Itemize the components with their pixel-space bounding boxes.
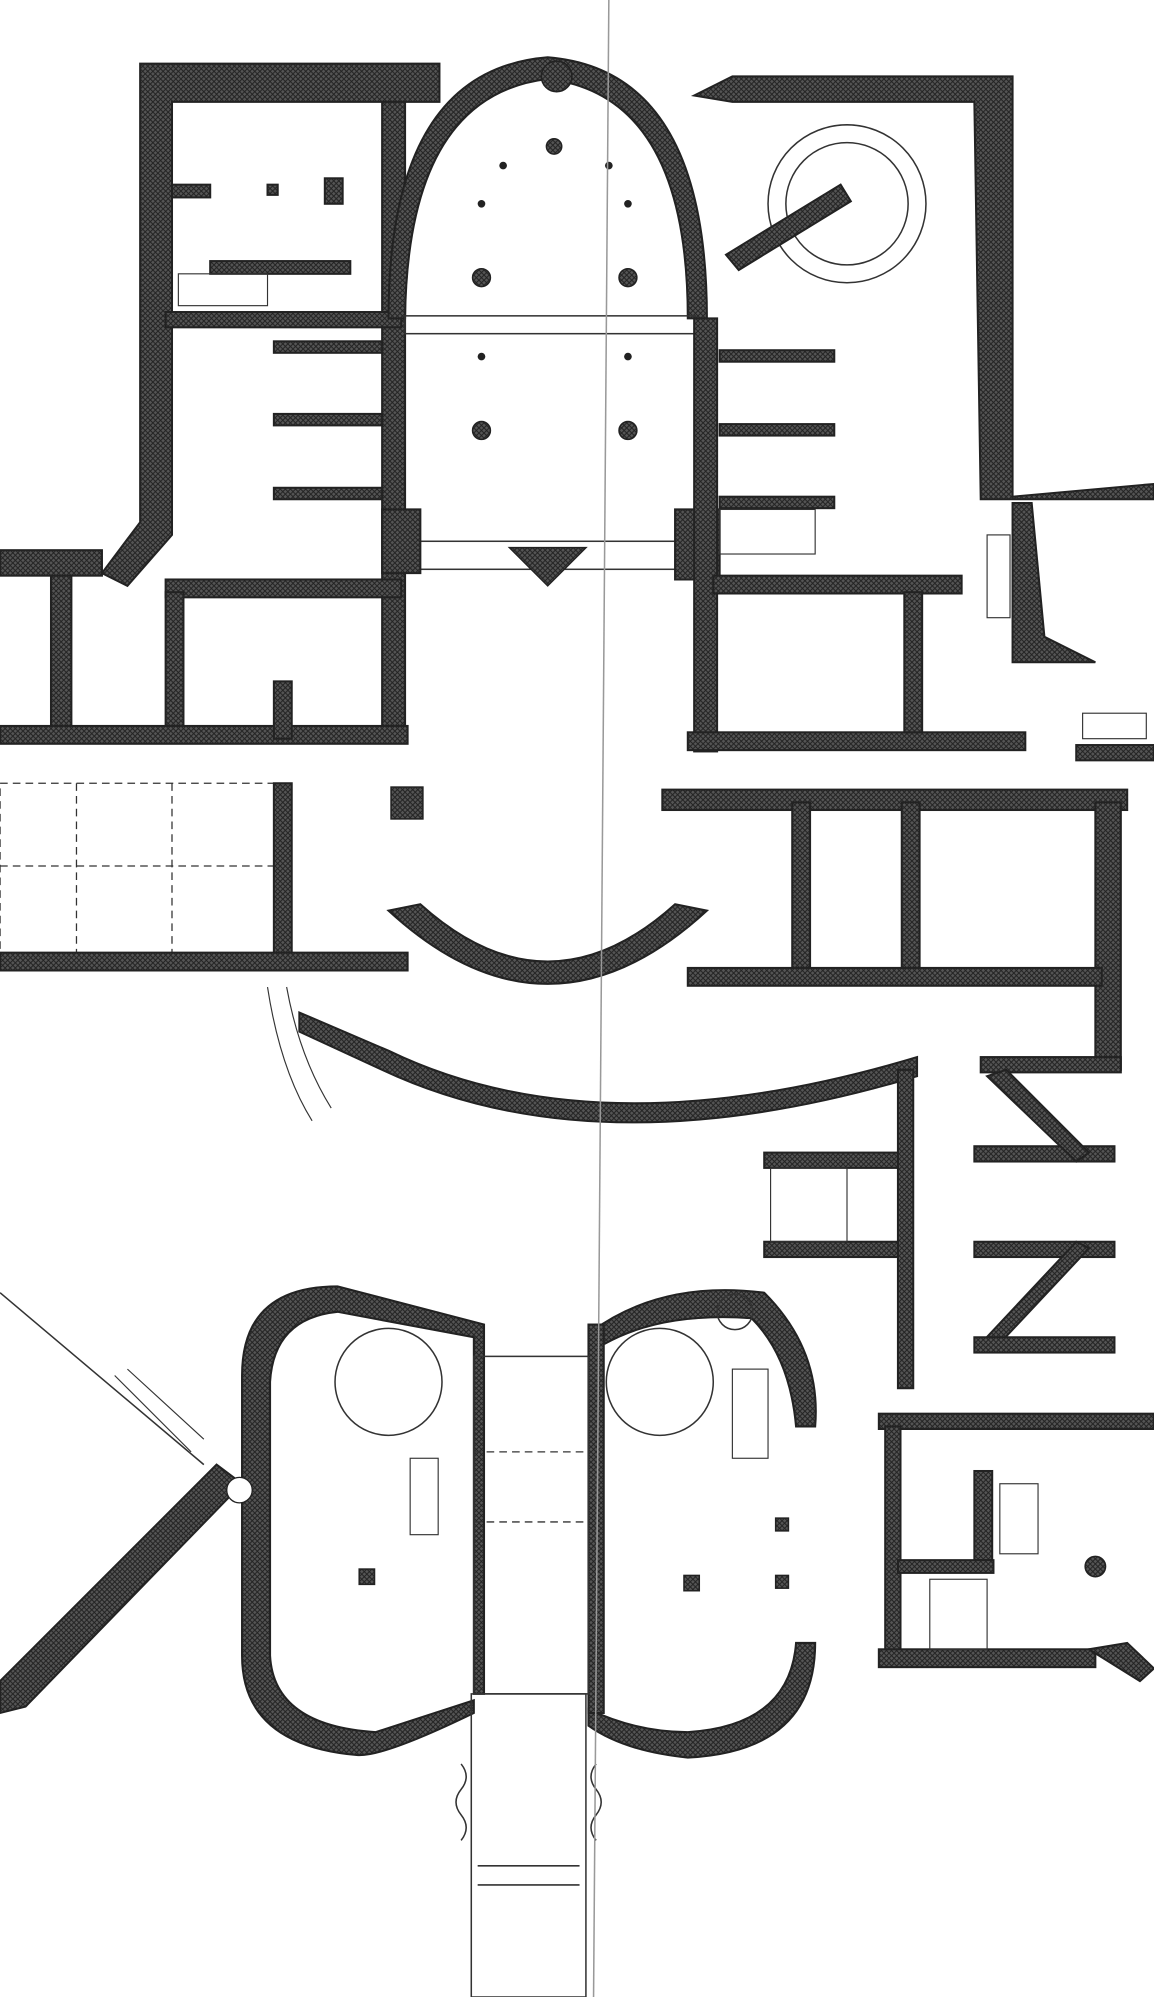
south-west-wing (0, 1292, 253, 1715)
columns (471, 138, 638, 441)
middle-wing (0, 782, 1129, 1124)
entrance-bridge (455, 1693, 602, 1997)
central-hall (381, 56, 721, 587)
south-east-wing (763, 1068, 1154, 1683)
south-towers (241, 1285, 817, 1759)
north-east-wing (686, 75, 1154, 762)
north-west-wing (0, 62, 441, 745)
fold-line (592, 0, 610, 1997)
